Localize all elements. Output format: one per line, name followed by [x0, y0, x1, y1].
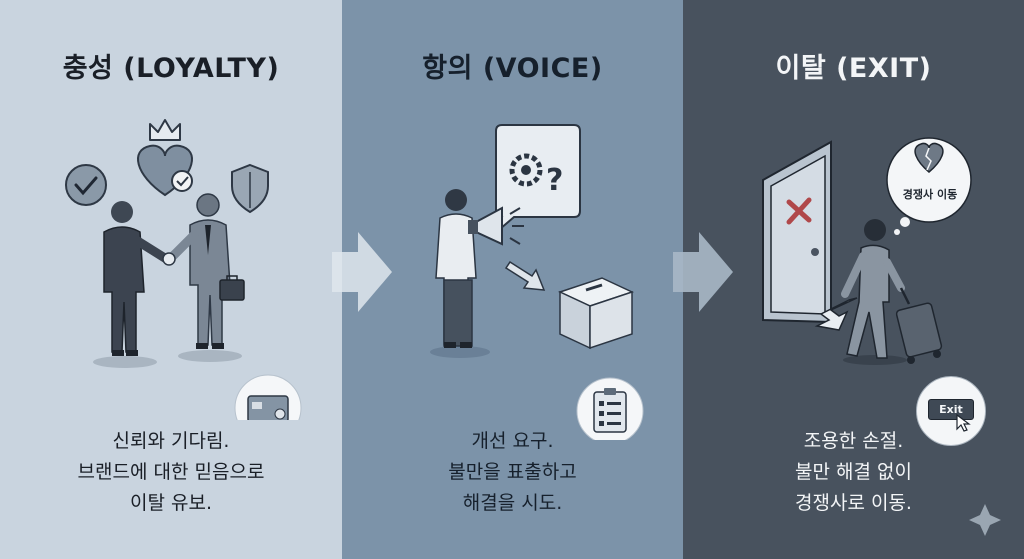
- crown-icon: [149, 119, 181, 141]
- thought-bubble: [886, 137, 972, 235]
- loyalty-illustration: [65, 119, 302, 420]
- businessman-left: [103, 201, 173, 356]
- exit-badge: Exit: [916, 376, 986, 446]
- arrow-icon: [504, 260, 546, 291]
- desc-line: 브랜드에 대한 믿음으로: [77, 461, 265, 483]
- panel-title-loyalty: 충성 (LOYALTY): [62, 53, 280, 84]
- desc-line: 조용한 손절.: [803, 430, 904, 452]
- panel-title-exit: 이탈 (EXIT): [775, 53, 932, 84]
- desc-line: 신뢰와 기다림.: [112, 430, 230, 452]
- voice-illustration: ?: [430, 124, 644, 440]
- membership-card-icon: [234, 374, 302, 420]
- transition-arrow-icon: [673, 232, 733, 312]
- person-with-megaphone: [435, 189, 477, 348]
- speech-bubble-icon: ?: [495, 124, 581, 232]
- panel-desc-voice: 개선 요구. 불만을 표출하고 해결을 시도.: [342, 426, 683, 519]
- exit-button-icon: Exit: [928, 399, 974, 420]
- panel-voice: 항의 (VOICE) ?: [342, 0, 683, 559]
- panel-exit: 이탈 (EXIT): [683, 0, 1024, 559]
- suggestion-box-icon: [557, 277, 635, 350]
- shield-icon: [231, 163, 269, 214]
- desc-line: 경쟁사로 이동.: [795, 492, 912, 514]
- businessman-right: [165, 193, 245, 349]
- thought-bubble-text: 경쟁사 이동: [902, 188, 958, 201]
- panel-loyalty: 충성 (LOYALTY): [0, 0, 342, 559]
- suitcase-icon: [895, 287, 943, 364]
- panel-desc-exit: 조용한 손절. 불만 해결 없이 경쟁사로 이동.: [683, 426, 1024, 519]
- transition-arrow-icon: [332, 232, 392, 312]
- exit-illustration: [762, 137, 972, 365]
- clipboard-icon: [576, 377, 644, 440]
- desc-line: 불만을 표출하고: [448, 461, 577, 483]
- desc-line: 해결을 시도.: [462, 492, 563, 514]
- desc-line: 불만 해결 없이: [795, 461, 912, 483]
- svg-text:?: ?: [546, 163, 563, 198]
- check-badge-icon: [65, 164, 107, 206]
- heart-icon: [137, 144, 193, 197]
- desc-line: 개선 요구.: [471, 430, 554, 452]
- walking-person: [841, 219, 905, 359]
- exit-badge-label: Exit: [939, 403, 963, 416]
- panel-title-voice: 항의 (VOICE): [422, 53, 603, 84]
- megaphone-icon: [468, 206, 524, 246]
- door-icon: [762, 140, 832, 324]
- arrow-icon: [814, 297, 858, 331]
- panel-desc-loyalty: 신뢰와 기다림. 브랜드에 대한 믿음으로 이탈 유보.: [0, 426, 342, 519]
- sparkle-icon: [969, 504, 1001, 536]
- cursor-icon: [956, 413, 971, 432]
- desc-line: 이탈 유보.: [130, 492, 212, 514]
